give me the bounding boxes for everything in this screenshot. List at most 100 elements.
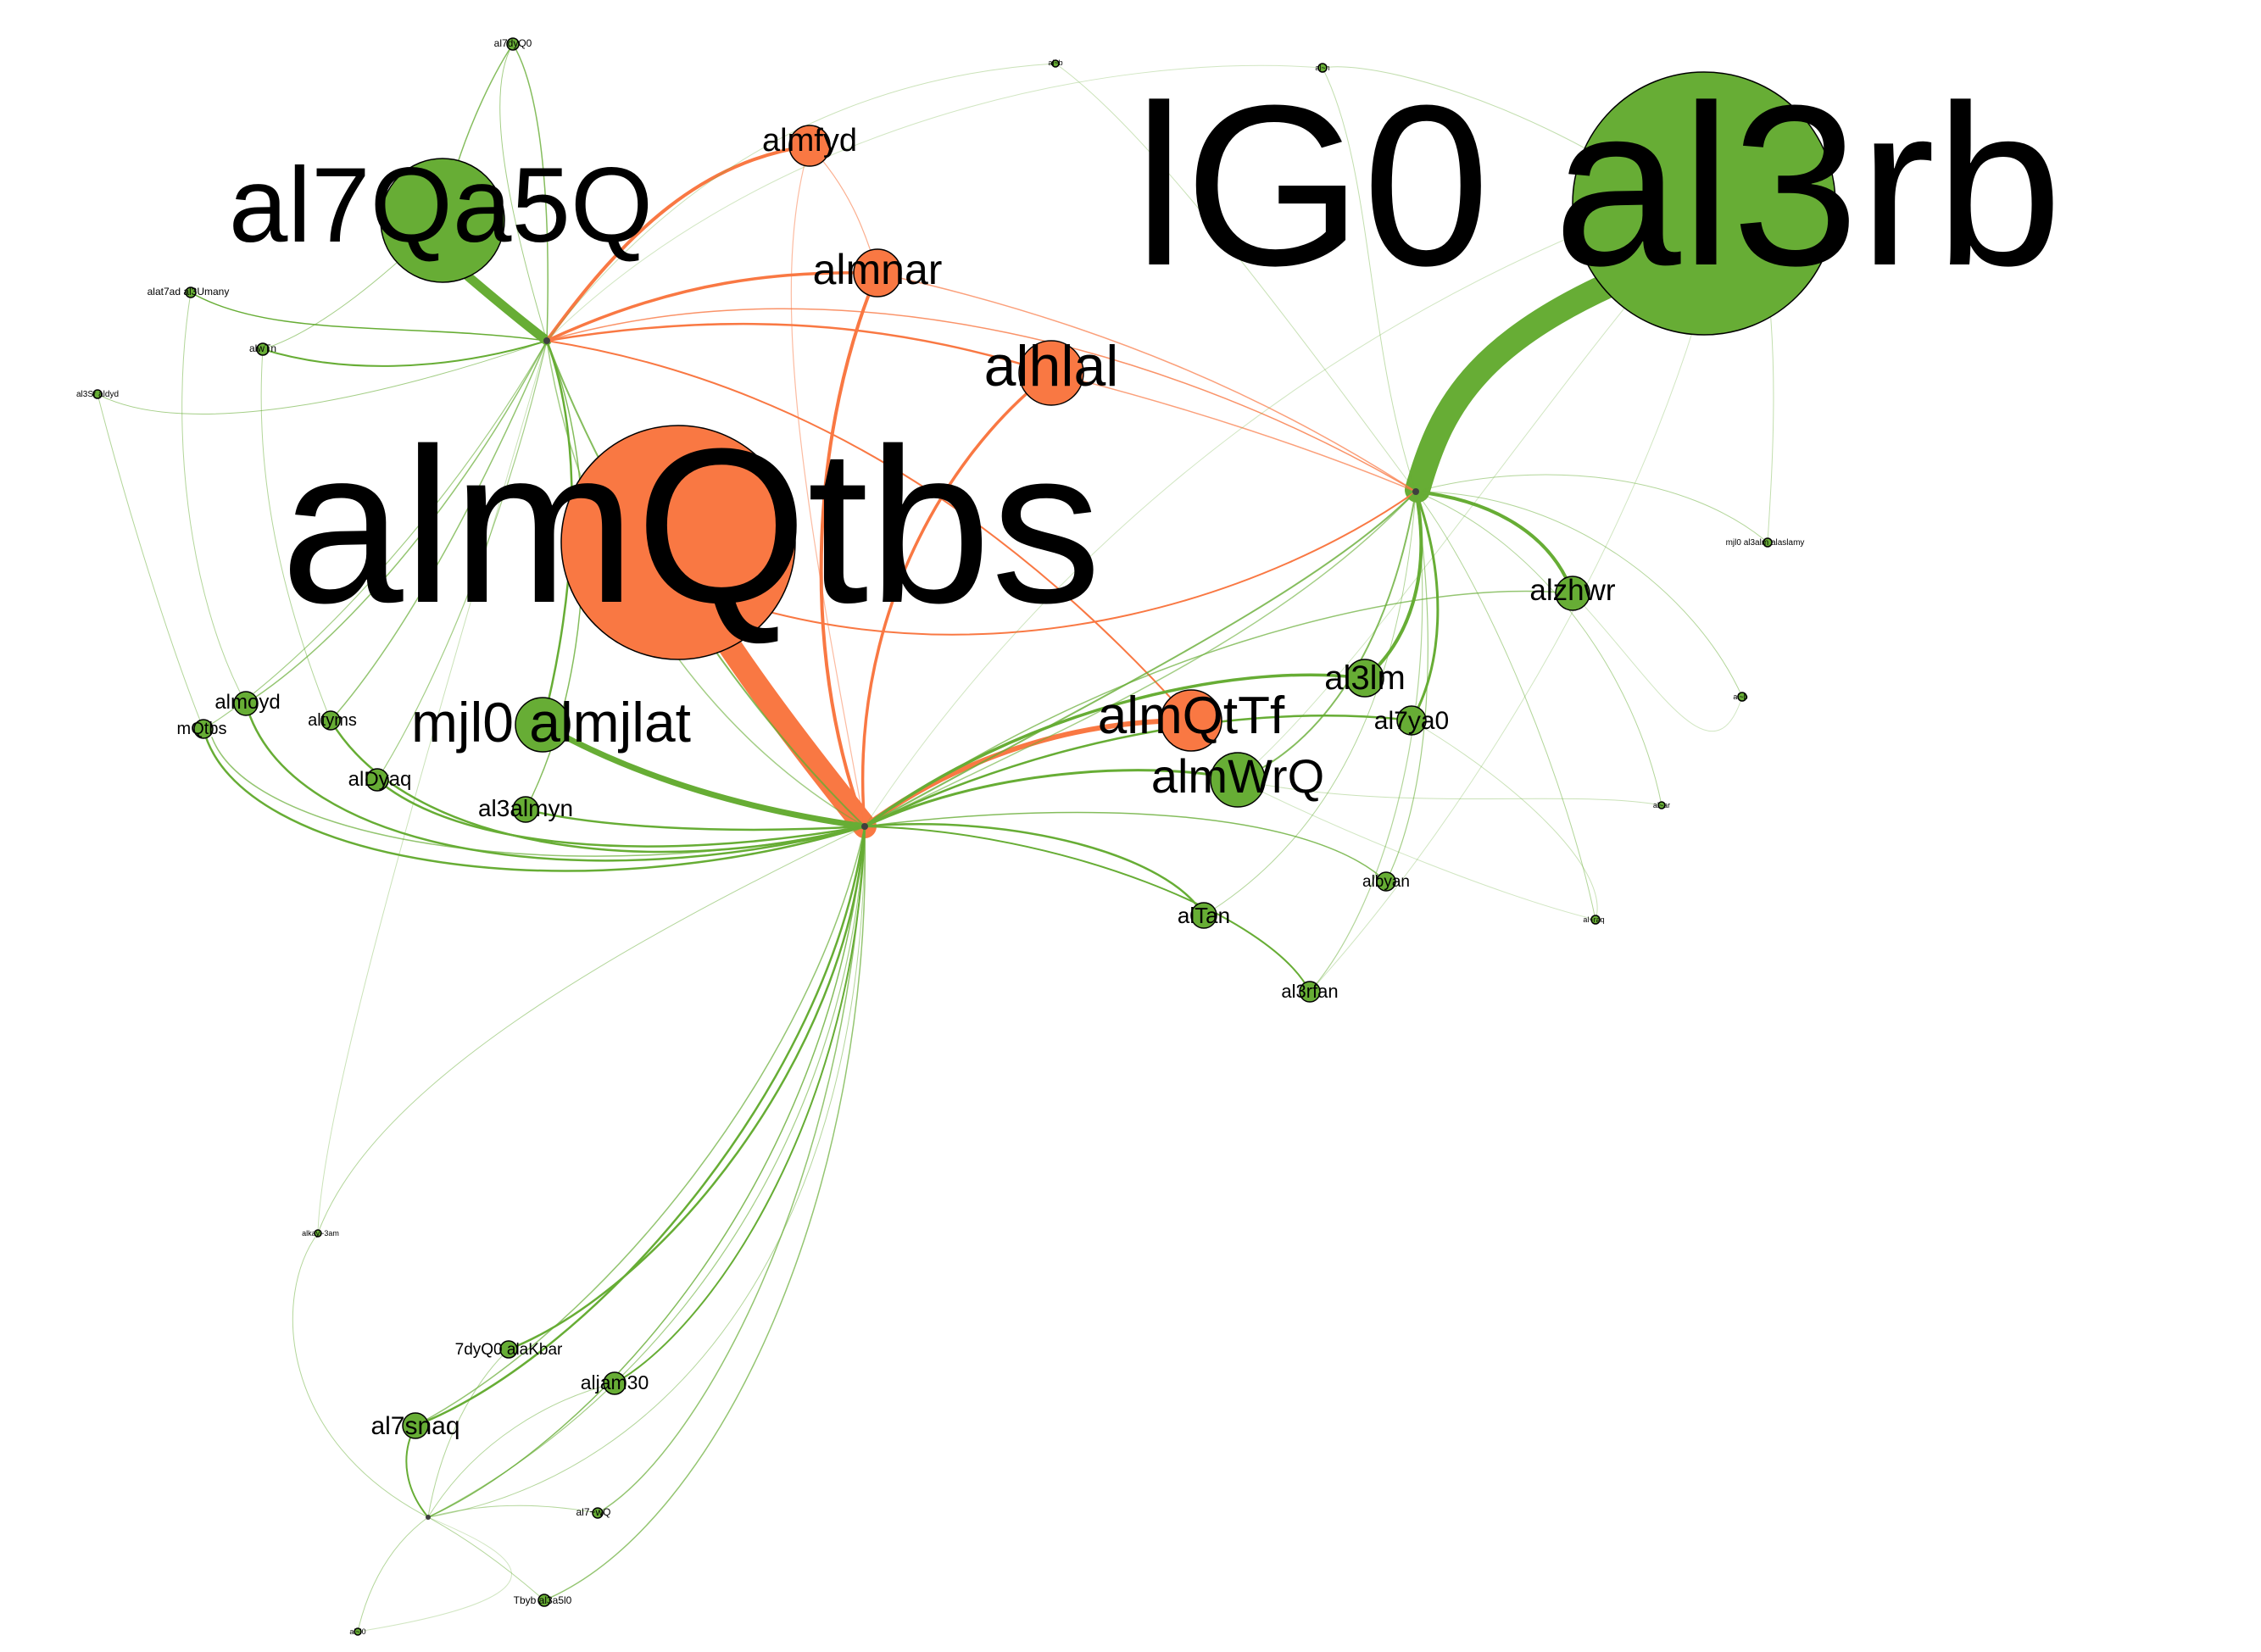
label-almfyd: almfyd xyxy=(762,123,857,159)
edges xyxy=(97,43,1774,1633)
edge-hub2-al7ya0 xyxy=(863,715,1413,828)
node-alakb[interactable] xyxy=(1051,59,1060,68)
label-altan: alTan xyxy=(1178,903,1230,928)
edge-hub1-al7dyq0-b xyxy=(499,43,548,342)
edge-lg0-hub xyxy=(1405,250,1674,503)
edge-hub2-aldyaq xyxy=(376,778,866,848)
node-lg0-al3rb[interactable] xyxy=(1572,71,1836,336)
label-altyms: altyms xyxy=(308,711,357,730)
node-alsab[interactable] xyxy=(1737,692,1747,702)
node-al7qa5q[interactable] xyxy=(380,158,505,283)
edge-right-extra-1 xyxy=(1572,592,1743,732)
edge-hub2-mjl0 xyxy=(539,721,868,830)
node-al7ya0[interactable] xyxy=(1396,705,1427,736)
node-al3sr[interactable] xyxy=(92,389,103,399)
edge-hub1-al3sr xyxy=(97,340,548,414)
edge-hub2-albyan xyxy=(864,811,1387,882)
edge-hub2-almwrq xyxy=(863,769,1239,828)
node-al-raq[interactable] xyxy=(1590,915,1601,925)
edge-hub3-alraq xyxy=(1415,491,1596,921)
edge-hub3-altan xyxy=(1203,491,1417,916)
node-almqttf[interactable] xyxy=(1160,689,1222,752)
node-almwrq[interactable] xyxy=(1210,752,1266,808)
edge-hub1-alwtn xyxy=(262,340,548,367)
hub-points xyxy=(426,337,1419,1520)
node-aljam30[interactable] xyxy=(603,1371,627,1395)
node-albyan[interactable] xyxy=(1376,871,1396,892)
label-almqtbs: almQtbs xyxy=(281,403,1101,649)
edge-hub2-al3almyn xyxy=(524,808,866,832)
edge-hub2-al7snaq xyxy=(414,825,866,1427)
edge-hub3-albab xyxy=(1415,491,1743,698)
edge-hub2-almfyd xyxy=(790,145,866,827)
edge-almqtbs-hub3 xyxy=(762,491,1417,636)
label-mjl0-almjlat: mjl0 almjlat xyxy=(411,691,691,754)
node-aldyaq[interactable] xyxy=(365,768,389,792)
label-almqttf: almQtTf xyxy=(1098,687,1285,745)
node-al7dyq0[interactable] xyxy=(506,37,520,51)
node-altyms[interactable] xyxy=(320,710,341,731)
node-mqtbs[interactable] xyxy=(193,719,214,739)
edge-hub1-topright2 xyxy=(546,64,1323,342)
node-almoyd[interactable] xyxy=(233,691,259,716)
edge-hub1-almfyd xyxy=(545,144,811,342)
label-al7dyq0: al7dyQ0 xyxy=(494,37,532,49)
edge-hub2-hub3-b xyxy=(864,491,1417,827)
edge-hub2-alkayn xyxy=(317,826,866,1234)
node-7dyq0-alakbar[interactable] xyxy=(499,1340,518,1359)
edge-hub3-al3rfan xyxy=(1309,491,1423,993)
edge-hub3-al7ya0 xyxy=(1410,490,1440,722)
node-al3lm[interactable] xyxy=(1345,659,1384,698)
edge-al7qa5q-hub xyxy=(457,266,552,346)
edge-hub3-top2 xyxy=(1055,63,1417,492)
label-al3almyn: al3almyn xyxy=(478,795,573,821)
node-alzhwr[interactable] xyxy=(1555,576,1590,611)
label-almwrq: almWrQ xyxy=(1151,749,1324,803)
label-mqtbs: mQtbs xyxy=(177,720,227,738)
node-mjl0-al3alm[interactable] xyxy=(1763,537,1773,548)
node-altan[interactable] xyxy=(1190,902,1217,929)
edge-hub4-aljam30 xyxy=(427,1382,615,1518)
node-al-ar[interactable] xyxy=(1657,801,1666,809)
edge-hub1-almqttf xyxy=(546,340,1192,721)
label-al-ar: al~ar xyxy=(1653,801,1670,809)
edge-hub1-alhlal xyxy=(545,322,1053,375)
edge-hub4-7dyq0 xyxy=(427,1349,510,1518)
label-al-raq: al~raq xyxy=(1583,915,1604,924)
edge-hub1-almoyd xyxy=(245,340,548,704)
node-tbyb[interactable] xyxy=(537,1594,551,1607)
hub-point xyxy=(426,1515,431,1520)
label-alakb: al~b xyxy=(1048,58,1062,67)
node-alat7ad[interactable] xyxy=(185,286,197,298)
nodes xyxy=(92,37,1836,1636)
node-alwtn[interactable] xyxy=(256,342,270,356)
edge-lg0-al3rfan xyxy=(1309,321,1696,993)
label-al3lm: al3lm xyxy=(1324,659,1406,697)
label-alat7ad: alat7ad al3Umany xyxy=(148,286,230,298)
label-alhlal: alhlal xyxy=(984,334,1119,398)
edge-hub2-altan xyxy=(863,823,1206,917)
node-mjl0-almjlat[interactable] xyxy=(515,697,571,753)
node-al-jan[interactable] xyxy=(1317,63,1328,73)
label-al3rfan: al3rfan xyxy=(1281,981,1338,1002)
node-al-l0[interactable] xyxy=(354,1627,362,1636)
node-al3rfan[interactable] xyxy=(1299,981,1321,1003)
edge-hub2-almnar xyxy=(819,271,879,828)
node-alkayn[interactable] xyxy=(314,1229,322,1238)
node-almnar[interactable] xyxy=(853,248,902,298)
label-alwtn: alwTn xyxy=(249,342,276,354)
node-al7snaq[interactable] xyxy=(402,1412,429,1439)
label-alkayn: alkay~3am xyxy=(302,1229,339,1238)
label-aldyaq: alDyaq xyxy=(348,768,412,791)
node-al7zwq[interactable] xyxy=(592,1507,604,1519)
label-alzhwr: alzhwr xyxy=(1529,574,1615,607)
node-alhlal[interactable] xyxy=(1018,340,1084,406)
node-almfyd[interactable] xyxy=(788,125,831,167)
node-al3almyn[interactable] xyxy=(512,796,539,823)
edge-alat7ad-down xyxy=(181,292,247,704)
node-almqtbs[interactable] xyxy=(560,425,796,660)
edge-hub3-top xyxy=(1322,67,1417,492)
label-al7snaq: al7snaq xyxy=(370,1412,459,1440)
